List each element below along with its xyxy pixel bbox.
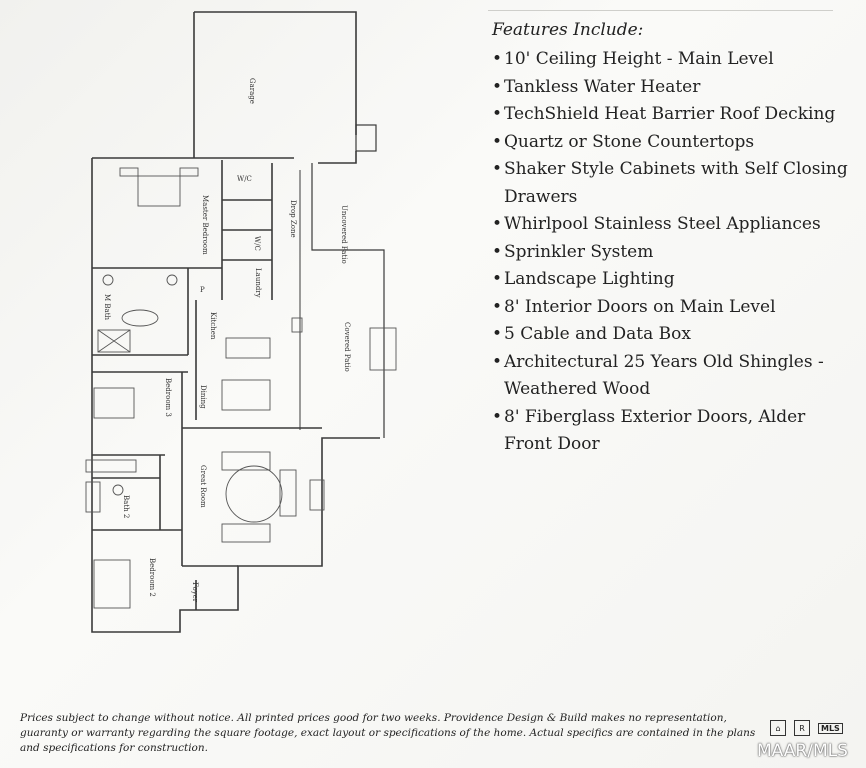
sofa-bottom (221, 523, 271, 543)
kitchen-island (225, 337, 271, 359)
room-label-bedroom2: Bedroom 2 (148, 558, 156, 597)
great-room-cabinet (309, 479, 325, 511)
feature-item: Architectural 25 Years Old Shingles - We… (492, 349, 852, 404)
logos: ⌂ R MLS (770, 720, 843, 736)
room-label-m-bath: M Bath (103, 294, 111, 321)
features-list: 10' Ceiling Height - Main Level Tankless… (492, 46, 852, 459)
patio-outline (311, 163, 385, 438)
room-label-pantry: P (200, 286, 205, 294)
bath2-vanity (85, 459, 137, 473)
master-bed (137, 175, 181, 207)
bathtub (121, 309, 159, 327)
room-label-covered-patio: Covered Patio (343, 322, 351, 372)
top-divider (488, 10, 833, 11)
room-label-garage: Garage (248, 78, 256, 104)
room-label-great-room: Great Room (199, 465, 207, 508)
sofa-top (221, 451, 271, 471)
nightstand-2 (179, 167, 199, 177)
feature-item: Shaker Style Cabinets with Self Closing … (492, 156, 852, 211)
feature-item: Landscape Lighting (492, 266, 852, 294)
room-label-laundry: Laundry (254, 268, 262, 298)
room-label-uncovered-patio: Uncovered Patio (340, 205, 348, 264)
fireplace (369, 327, 397, 371)
chair-right (279, 469, 297, 517)
realtor-icon: R (794, 720, 810, 736)
feature-item: 8' Interior Doors on Main Level (492, 294, 852, 322)
feature-item: TechShield Heat Barrier Roof Decking (492, 101, 852, 129)
room-label-wic1: W/C (237, 175, 252, 183)
sink-2 (166, 274, 178, 286)
range (291, 317, 303, 333)
feature-item: 8' Fiberglass Exterior Doors, Alder Fron… (492, 404, 852, 459)
shower (97, 329, 131, 353)
sink-1 (102, 274, 114, 286)
outer-wall (91, 158, 380, 633)
shower-x (97, 329, 131, 353)
dining-table (221, 379, 271, 411)
bath2-toilet (112, 484, 124, 496)
watermark: MAAR/MLS (757, 741, 848, 761)
room-label-bath2: Bath 2 (122, 495, 130, 518)
feature-item: Quartz or Stone Countertops (492, 129, 852, 157)
garage-wall (194, 11, 357, 135)
equal-housing-icon: ⌂ (770, 720, 786, 736)
mls-logo: MLS (818, 722, 843, 734)
rug (225, 465, 283, 523)
room-label-drop-zone: Drop Zone (289, 200, 297, 238)
room-label-wic2: W/C (253, 236, 261, 251)
garage-bottom-wall (318, 151, 357, 164)
feature-item: 10' Ceiling Height - Main Level (492, 46, 852, 74)
feature-item: Tankless Water Heater (492, 74, 852, 102)
floor-plan: Garage W/C W/C Master Bedroom Drop Zone … (85, 11, 397, 633)
feature-item: 5 Cable and Data Box (492, 321, 852, 349)
room-label-foyer: Foyer (191, 582, 199, 603)
garage-box (355, 124, 377, 152)
room-label-kitchen: Kitchen (209, 312, 217, 340)
disclaimer-text: Prices subject to change without notice.… (20, 712, 756, 754)
feature-item: Sprinkler System (492, 239, 852, 267)
features-panel: Features Include: 10' Ceiling Height - M… (492, 20, 852, 459)
nightstand-1 (119, 167, 139, 177)
room-label-dining: Dining (199, 385, 207, 409)
bed2 (93, 559, 131, 609)
room-label-bedroom3: Bedroom 3 (164, 378, 172, 417)
room-label-master-bedroom: Master Bedroom (201, 195, 209, 255)
features-title: Features Include: (492, 20, 644, 40)
bath2-tub (85, 481, 101, 513)
feature-item: Whirlpool Stainless Steel Appliances (492, 211, 852, 239)
bed3 (93, 387, 135, 419)
